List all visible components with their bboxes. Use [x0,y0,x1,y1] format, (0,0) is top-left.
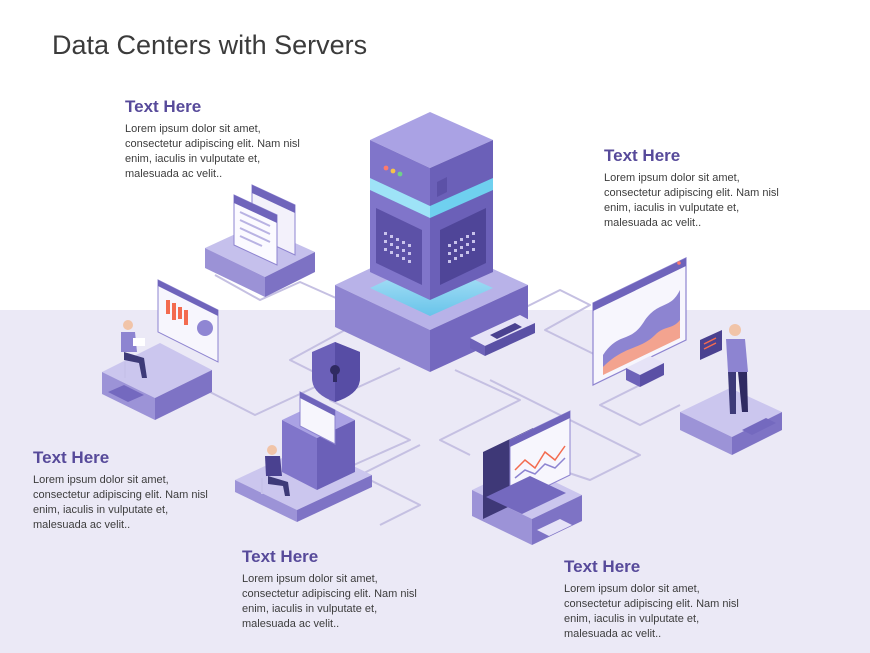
block-heading: Text Here [125,97,202,116]
standing-person-laptop-icon [680,324,782,455]
text-block-top-left: Text Here Lorem ipsum dolor sit amet, co… [125,97,300,182]
area-chart-monitor-icon [592,257,687,387]
text-block-bottom-right: Text Here Lorem ipsum dolor sit amet, co… [564,557,739,642]
shield-lock-icon [312,342,360,402]
block-body: Lorem ipsum dolor sit amet, consectetur … [125,123,300,180]
desk-worker-icon [235,391,372,522]
text-block-bottom-center: Text Here Lorem ipsum dolor sit amet, co… [242,547,417,632]
seated-person-icon [121,320,147,378]
block-body: Lorem ipsum dolor sit amet, consectetur … [564,583,739,640]
block-heading: Text Here [33,448,110,467]
block-heading: Text Here [604,146,681,165]
text-block-top-right: Text Here Lorem ipsum dolor sit amet, co… [604,146,779,231]
analytics-dashboard-icon [102,279,219,420]
block-body: Lorem ipsum dolor sit amet, consectetur … [33,474,208,531]
block-heading: Text Here [564,557,641,576]
network-connections [209,274,681,526]
block-heading: Text Here [242,547,319,566]
block-body: Lorem ipsum dolor sit amet, consectetur … [604,172,779,229]
block-body: Lorem ipsum dolor sit amet, consectetur … [242,573,417,630]
slide-title: Data Centers with Servers [52,30,368,60]
browser-window-icon [205,184,315,297]
laptop-chart-icon [472,410,582,545]
server-tower-icon [335,112,535,372]
text-block-middle-left: Text Here Lorem ipsum dolor sit amet, co… [33,448,208,533]
